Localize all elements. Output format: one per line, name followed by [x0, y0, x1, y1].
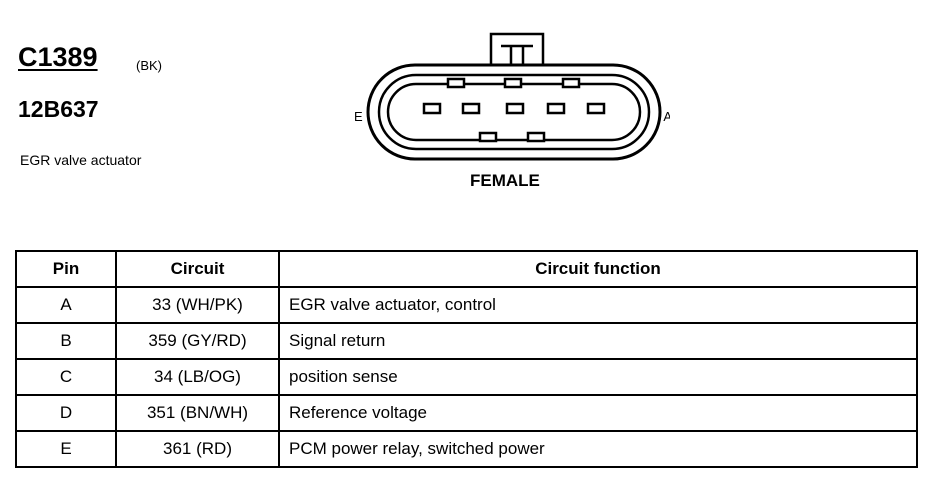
table-row: C 34 (LB/OG) position sense [15, 358, 918, 396]
connector-id: C1389 [18, 42, 98, 72]
pin-cell: D [15, 394, 117, 432]
table-row: E 361 (RD) PCM power relay, switched pow… [15, 430, 918, 468]
circuit-cell: 359 (GY/RD) [115, 322, 280, 360]
header-circuit: Circuit [115, 250, 280, 288]
pin-end-label-left: E [354, 109, 363, 124]
connector-face-diagram: E A [354, 32, 670, 161]
pin-cell: E [15, 430, 117, 468]
key-bottom-right [526, 131, 546, 143]
table-row: D 351 (BN/WH) Reference voltage [15, 394, 918, 432]
function-cell: EGR valve actuator, control [278, 286, 918, 324]
key-bottom-left [478, 131, 498, 143]
function-cell: position sense [278, 358, 918, 396]
circuit-cell: 361 (RD) [115, 430, 280, 468]
table-header-row: Pin Circuit Circuit function [15, 250, 918, 288]
function-cell: PCM power relay, switched power [278, 430, 918, 468]
header-circuit-function: Circuit function [278, 250, 918, 288]
component-name: EGR valve actuator [20, 152, 142, 168]
circuit-cell: 351 (BN/WH) [115, 394, 280, 432]
circuit-cell: 33 (WH/PK) [115, 286, 280, 324]
header-pin: Pin [15, 250, 117, 288]
table-row: A 33 (WH/PK) EGR valve actuator, control [15, 286, 918, 324]
pin-cavity-c [505, 102, 525, 115]
connector-color-code: (BK) [136, 58, 162, 73]
part-number: 12B637 [18, 96, 99, 122]
key-top-middle [503, 77, 523, 89]
circuit-cell: 34 (LB/OG) [115, 358, 280, 396]
pin-cavity-b [546, 102, 566, 115]
pin-table: Pin Circuit Circuit function A 33 (WH/PK… [15, 250, 918, 468]
table-row: B 359 (GY/RD) Signal return [15, 322, 918, 360]
pin-cell: A [15, 286, 117, 324]
pin-cell: C [15, 358, 117, 396]
pin-end-label-right: A [663, 109, 670, 124]
pin-cell: B [15, 322, 117, 360]
key-top-left [446, 77, 466, 89]
pin-cavity-a [586, 102, 606, 115]
pin-cavity-d [461, 102, 481, 115]
key-top-right [561, 77, 581, 89]
connector-inner-shell [377, 73, 651, 151]
function-cell: Reference voltage [278, 394, 918, 432]
pin-cavity-e [422, 102, 442, 115]
function-cell: Signal return [278, 322, 918, 360]
connector-gender: FEMALE [470, 171, 540, 190]
